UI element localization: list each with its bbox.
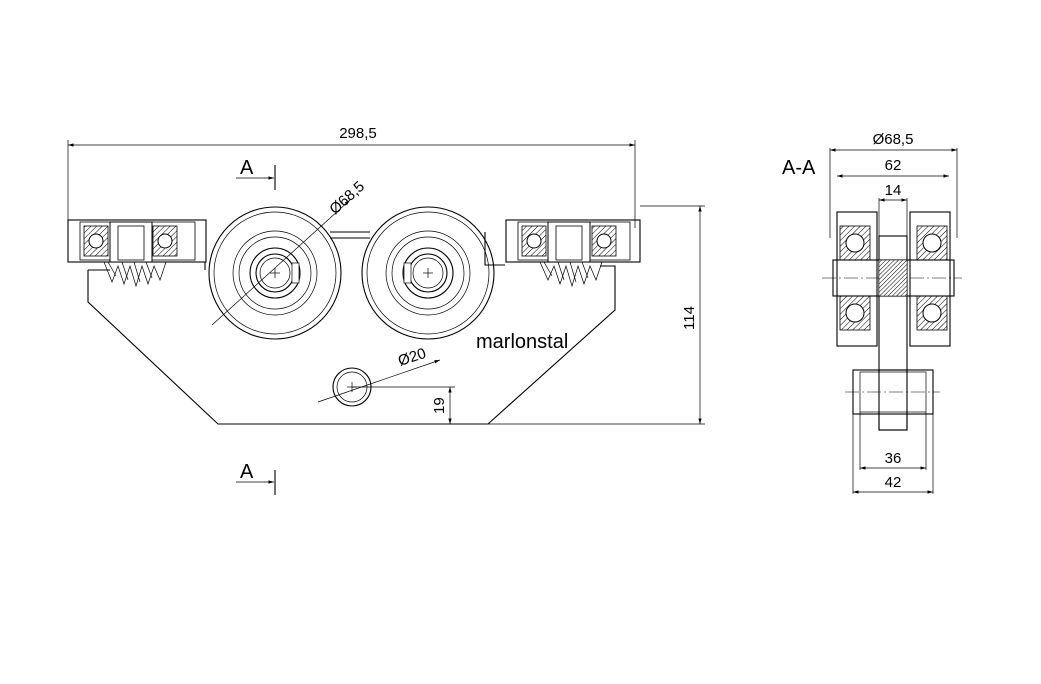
section-pin [845, 369, 940, 431]
section-marker-top-label: A [240, 157, 254, 179]
section-marker-bottom-label: A [240, 461, 254, 483]
section-pin-36-label: 36 [885, 450, 902, 467]
section-left-wheel [836, 211, 878, 347]
left-bearing-block [67, 219, 207, 288]
brand-watermark: marlonstal [476, 331, 568, 353]
section-diameter-label: Ø68,5 [873, 131, 914, 148]
overall-width-label: 298,5 [339, 125, 377, 142]
section-pin-42-label: 42 [885, 474, 902, 491]
right-wheel [361, 206, 495, 340]
pin-hole: Ø20 [317, 345, 441, 407]
pin-height-label: 19 [431, 397, 448, 414]
right-bearing-block [505, 205, 705, 288]
section-marker-top: A [236, 157, 276, 190]
front-view: 298,5 A A [67, 125, 705, 495]
pin-height-dimension: 19 [352, 386, 455, 424]
left-wheel: Ø68,5 [208, 178, 368, 340]
section-title: A-A [782, 157, 816, 179]
height-dimension: 114 [488, 206, 705, 425]
section-view: A-A Ø68,5 62 14 [782, 131, 962, 494]
section-right-wheel [909, 211, 951, 347]
section-marker-bottom: A [236, 461, 276, 495]
height-label: 114 [681, 306, 698, 330]
overall-width-dimension: 298,5 [67, 125, 636, 228]
section-width-label: 62 [885, 157, 902, 174]
wheel-diameter-label: Ø68,5 [326, 178, 368, 218]
section-shaft-label: 14 [885, 182, 902, 199]
